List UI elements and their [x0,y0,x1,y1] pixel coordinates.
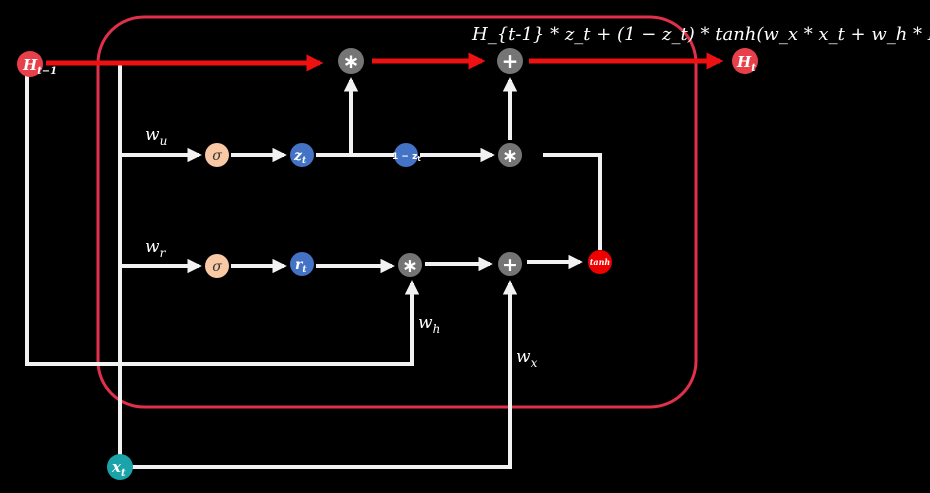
r-t-node: rt [290,252,314,276]
z-t-node: zt [290,143,314,167]
weight-label-wu: wu [145,125,167,148]
svg-text:+: + [502,49,519,73]
add-reset-node: + [498,252,522,276]
one-minus-z-node: 1 − zt [392,143,421,167]
sigma-reset-node: σ [205,254,229,278]
weight-label-wx: wx [516,347,538,370]
output-formula: H_{t-1} * z_t + (1 − z_t) * tanh(w_x * x… [471,24,930,45]
svg-text:∗: ∗ [502,145,518,167]
svg-text:+: + [502,254,518,276]
svg-text:1 − zt: 1 − zt [392,152,421,163]
weight-label-wr: wr [145,237,167,260]
h-prev-to-wh-line [25,76,414,366]
sigma-update-node: σ [205,143,229,167]
multiply-top-node: ∗ [338,48,364,74]
svg-text:σ: σ [212,259,222,275]
svg-text:Ht−1: Ht−1 [22,56,57,77]
x-t-node: xt [107,454,133,480]
svg-text:∗: ∗ [402,255,418,277]
h-prev-node: Ht−1 [17,51,57,77]
multiply-reset-node: ∗ [398,253,422,277]
h-t-node: Ht [732,48,758,74]
tanh-node: tanh [588,250,612,274]
hidden-state-path [46,52,724,72]
multiply-mid-node: ∗ [498,143,522,167]
svg-text:tanh: tanh [590,257,611,267]
arrows [120,77,583,300]
svg-text:∗: ∗ [343,49,360,73]
connections [25,63,602,469]
svg-text:rt: rt [295,257,307,275]
tanh-up-line [543,153,602,250]
svg-text:xt: xt [111,458,126,479]
xt-to-wx-line [131,290,512,469]
svg-text:Ht: Ht [736,53,756,74]
add-top-node: + [497,48,523,74]
svg-text:σ: σ [212,148,222,164]
weight-label-wh: wh [418,313,440,336]
cell-boundary [96,15,698,409]
svg-text:zt: zt [293,148,307,166]
